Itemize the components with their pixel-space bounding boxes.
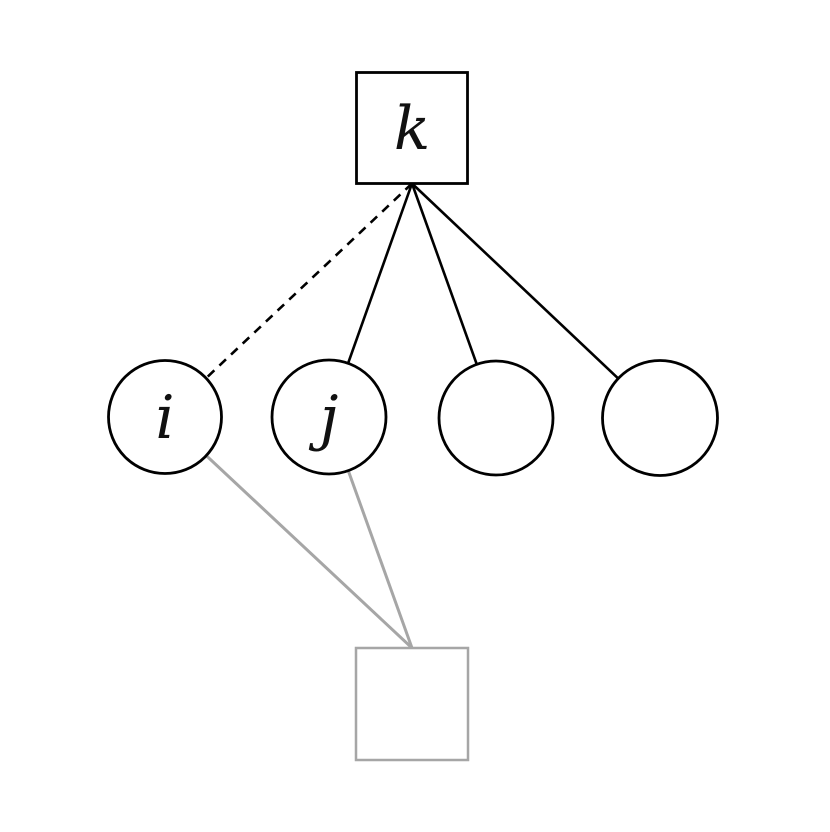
node-label-k: k <box>394 94 430 164</box>
variable-node-i-circle <box>107 359 223 475</box>
edge-k-i-dashed <box>164 182 413 418</box>
variable-node-unlabeled-v3-circle <box>437 359 555 477</box>
factor-node-k-square <box>355 71 469 185</box>
node-label-i: i <box>155 383 174 453</box>
variable-node-j-circle <box>270 358 388 476</box>
factor-node-gray-square <box>354 646 470 762</box>
variable-node-unlabeled-v4-circle <box>601 359 719 477</box>
